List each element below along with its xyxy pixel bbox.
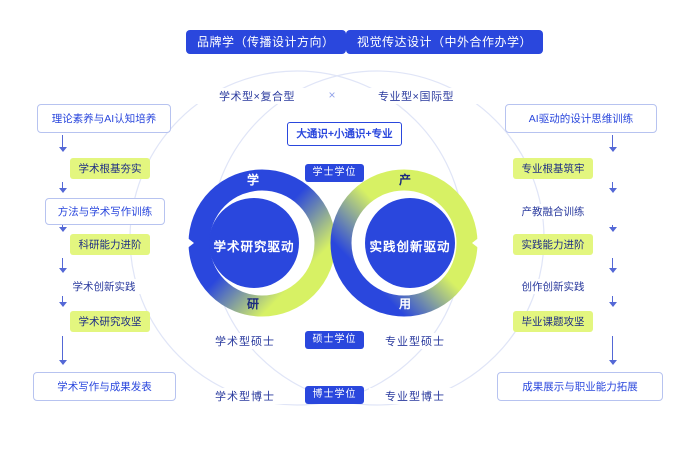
right-path-item-creative-practice: 创作创新实践 [503,279,603,294]
infinity-ring-right [330,169,478,317]
track-label-academic: 学术型×复合型 [193,88,321,104]
infinity-ring-left [188,169,336,317]
left-path-item-publication: 学术写作与成果发表 [33,372,176,401]
academic-doctor-label: 学术型博士 [199,388,291,404]
professional-master-label: 专业型硕士 [369,333,461,349]
down-arrow [609,336,617,365]
left-path-item-innovation-practice: 学术创新实践 [54,279,154,294]
bachelor-degree-badge: 学士学位 [305,164,364,182]
down-arrow [59,296,67,307]
track-label-professional: 专业型×国际型 [352,88,480,104]
left-path-item-method-writing: 方法与学术写作训练 [45,198,165,225]
down-arrow [609,225,617,232]
down-arrow [59,258,67,273]
right-path-item-industry-education: 产教融合训练 [503,204,603,219]
flow-arrow-notch-left [185,236,194,250]
program-pill-visual-communication: 视觉传达设计（中外合作办学） [346,30,544,54]
down-arrow [609,296,617,307]
loop-label-study: 学 [246,173,259,187]
multiply-icon: × [322,88,342,102]
down-arrow [609,135,617,152]
down-arrow [59,135,67,152]
doctor-degree-badge: 博士学位 [305,386,364,404]
right-path-item-professional-foundation: 专业根基筑牢 [513,158,593,179]
loop-label-industry: 产 [398,173,411,187]
drive-label-practice-innovation: 实践创新驱动 [369,240,451,254]
loop-label-application: 用 [398,297,411,311]
right-path-item-practice-advance: 实践能力进阶 [513,234,593,255]
left-path-item-research-advance: 科研能力进阶 [70,234,150,255]
academic-master-label: 学术型硕士 [199,333,291,349]
left-path-item-academic-foundation: 学术根基夯实 [70,158,150,179]
master-degree-badge: 硕士学位 [305,331,364,349]
professional-doctor-label: 专业型博士 [369,388,461,404]
right-path-item-ai-design-thinking: AI驱动的设计思维训练 [505,104,657,133]
left-path-item-theory-ai: 理论素养与AI认知培养 [37,104,171,133]
down-arrow [59,225,67,232]
right-path-item-career-showcase: 成果展示与职业能力拓展 [497,372,663,401]
down-arrow [59,336,67,365]
down-arrow [609,258,617,273]
down-arrow [59,182,67,193]
down-arrow [609,182,617,193]
drive-circle-left [209,198,299,288]
program-pill-brand: 品牌学（传播设计方向） [186,30,346,54]
drive-circle-right [365,198,455,288]
flow-arrow-notch-right [472,236,481,250]
loop-label-research: 研 [246,297,259,311]
left-path-item-research-breakthrough: 学术研究攻坚 [70,311,150,332]
drive-label-academic-research: 学术研究驱动 [213,240,295,254]
right-path-item-graduation-project: 毕业课题攻坚 [513,311,593,332]
curriculum-box: 大通识+小通识+专业 [287,122,402,146]
